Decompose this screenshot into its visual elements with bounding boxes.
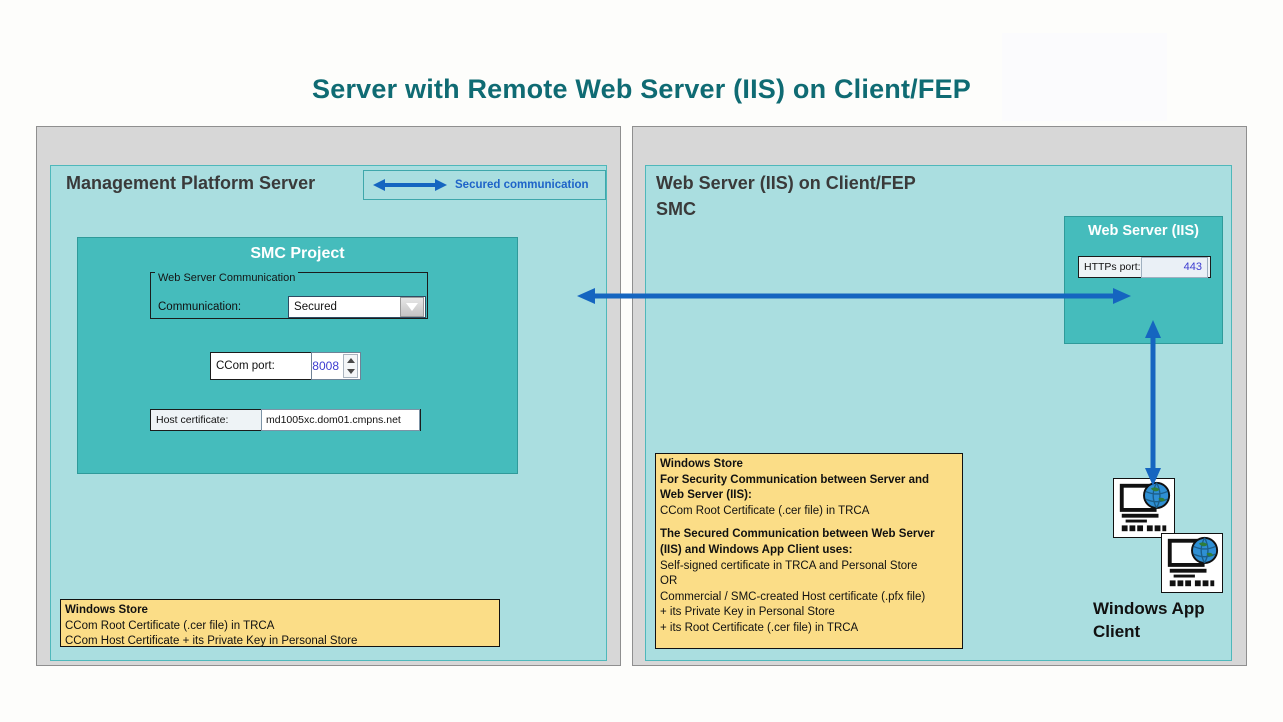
legend-secured-communication: Secured communication xyxy=(363,170,606,200)
https-port-label: HTTPs port: xyxy=(1084,261,1141,273)
windows-app-client-label-line2: Client xyxy=(1093,622,1141,641)
computer-globe-icon xyxy=(1113,478,1175,538)
spinner-up-icon[interactable] xyxy=(344,355,357,366)
ccom-port-value: 8008 xyxy=(312,359,339,373)
windows-app-client-label-line1: Windows App xyxy=(1093,599,1205,618)
ccom-port-stepper[interactable]: 8008 xyxy=(311,352,361,380)
windows-app-client-label: Windows App Client xyxy=(1093,597,1273,643)
left-note-line-2: CCom Host Certificate + its Private Key … xyxy=(65,635,358,648)
communication-label: Communication: xyxy=(158,301,242,313)
communication-dropdown[interactable]: Secured xyxy=(288,296,426,318)
web-server-iis-title: Web Server (IIS) xyxy=(1088,223,1199,239)
right-note-s2-line4: OR xyxy=(660,575,678,588)
right-note-s2-line1: The Secured Communication between Web Se… xyxy=(660,528,935,541)
https-port-field: HTTPs port: 443 xyxy=(1078,256,1211,278)
right-note-s1-line2: Web Server (IIS): xyxy=(660,489,752,502)
footer-faint-text xyxy=(66,668,486,682)
right-note-s2-line5: Commercial / SMC-created Host certificat… xyxy=(660,590,926,603)
right-note-s1-line1: For Security Communication between Serve… xyxy=(660,473,930,486)
background-accent-box xyxy=(1002,33,1167,121)
double-arrow-icon xyxy=(373,179,447,191)
ccom-port-label: CCom port: xyxy=(216,360,275,372)
right-note-s2-line2: (IIS) and Windows App Client uses: xyxy=(660,543,853,556)
left-note-heading: Windows Store xyxy=(65,604,148,616)
left-windows-store-note: Windows Store CCom Root Certificate (.ce… xyxy=(60,599,500,647)
spinner-icon[interactable] xyxy=(343,354,358,378)
https-port-value[interactable]: 443 xyxy=(1140,256,1208,278)
host-certificate-field: Host certificate: md1005xc.dom01.cmpns.n… xyxy=(150,409,421,431)
computer-globe-icon xyxy=(1161,533,1223,593)
left-note-line-1: CCom Root Certificate (.cer file) in TRC… xyxy=(65,619,275,632)
web-server-heading-line2: SMC xyxy=(656,199,696,219)
right-windows-store-note: Windows Store For Security Communication… xyxy=(655,453,963,649)
chevron-down-icon[interactable] xyxy=(400,297,424,317)
web-server-heading-line1: Web Server (IIS) on Client/FEP xyxy=(656,173,916,193)
web-server-panel-heading: Web Server (IIS) on Client/FEP SMC xyxy=(656,170,1076,222)
right-note-s1-line3: CCom Root Certificate (.cer file) in TRC… xyxy=(660,504,870,517)
legend-label: Secured communication xyxy=(455,179,589,191)
webserver-to-client-arrow xyxy=(1145,320,1161,486)
server-to-webserver-arrow xyxy=(577,288,1131,304)
right-note-s2-line7: + its Root Certificate (.cer file) in TR… xyxy=(660,621,859,634)
right-note-heading: Windows Store xyxy=(660,458,743,470)
management-platform-server-heading: Management Platform Server xyxy=(66,173,316,193)
right-note-s2-line6: + its Private Key in Personal Store xyxy=(660,606,835,619)
web-server-communication-group-legend: Web Server Communication xyxy=(155,272,299,285)
right-note-s2-line3: Self-signed certificate in TRCA and Pers… xyxy=(660,559,918,572)
communication-row: Communication: Secured xyxy=(158,296,426,318)
host-certificate-label: Host certificate: xyxy=(156,414,229,426)
communication-value: Secured xyxy=(294,301,337,313)
page-title: Server with Remote Web Server (IIS) on C… xyxy=(312,74,971,104)
host-certificate-value[interactable]: md1005xc.dom01.cmpns.net xyxy=(261,409,420,431)
smc-project-title: SMC Project xyxy=(250,245,345,262)
spinner-down-icon[interactable] xyxy=(344,366,357,377)
web-server-iis-box xyxy=(1064,216,1223,344)
